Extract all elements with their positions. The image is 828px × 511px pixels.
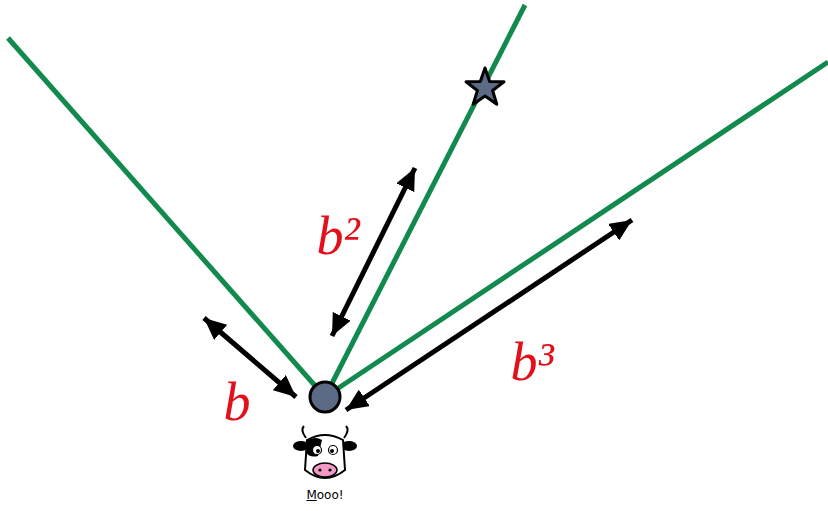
ray <box>8 38 325 397</box>
length-label: b³ <box>510 335 553 389</box>
rays <box>8 5 828 397</box>
ray <box>325 5 525 397</box>
length-arrows <box>204 168 632 410</box>
length-label: b² <box>316 209 359 263</box>
star-marker <box>466 68 504 104</box>
length-label: b <box>224 375 251 429</box>
origin-point <box>310 382 340 412</box>
cow-icon <box>293 426 357 478</box>
ray <box>325 62 828 397</box>
cow-caption: Mooo! <box>306 489 343 501</box>
length-arrow <box>346 220 632 410</box>
